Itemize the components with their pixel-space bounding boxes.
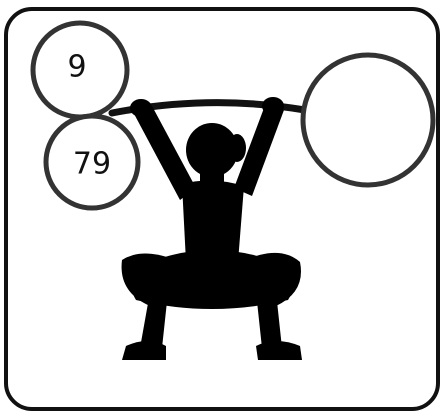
plate-left-bottom-label: 79 (73, 147, 111, 182)
plate-left-top: 9 (33, 23, 127, 117)
plate-right (303, 55, 433, 185)
plate-left-top-label: 9 (67, 50, 86, 85)
plate-left-bottom: 79 (46, 116, 138, 208)
